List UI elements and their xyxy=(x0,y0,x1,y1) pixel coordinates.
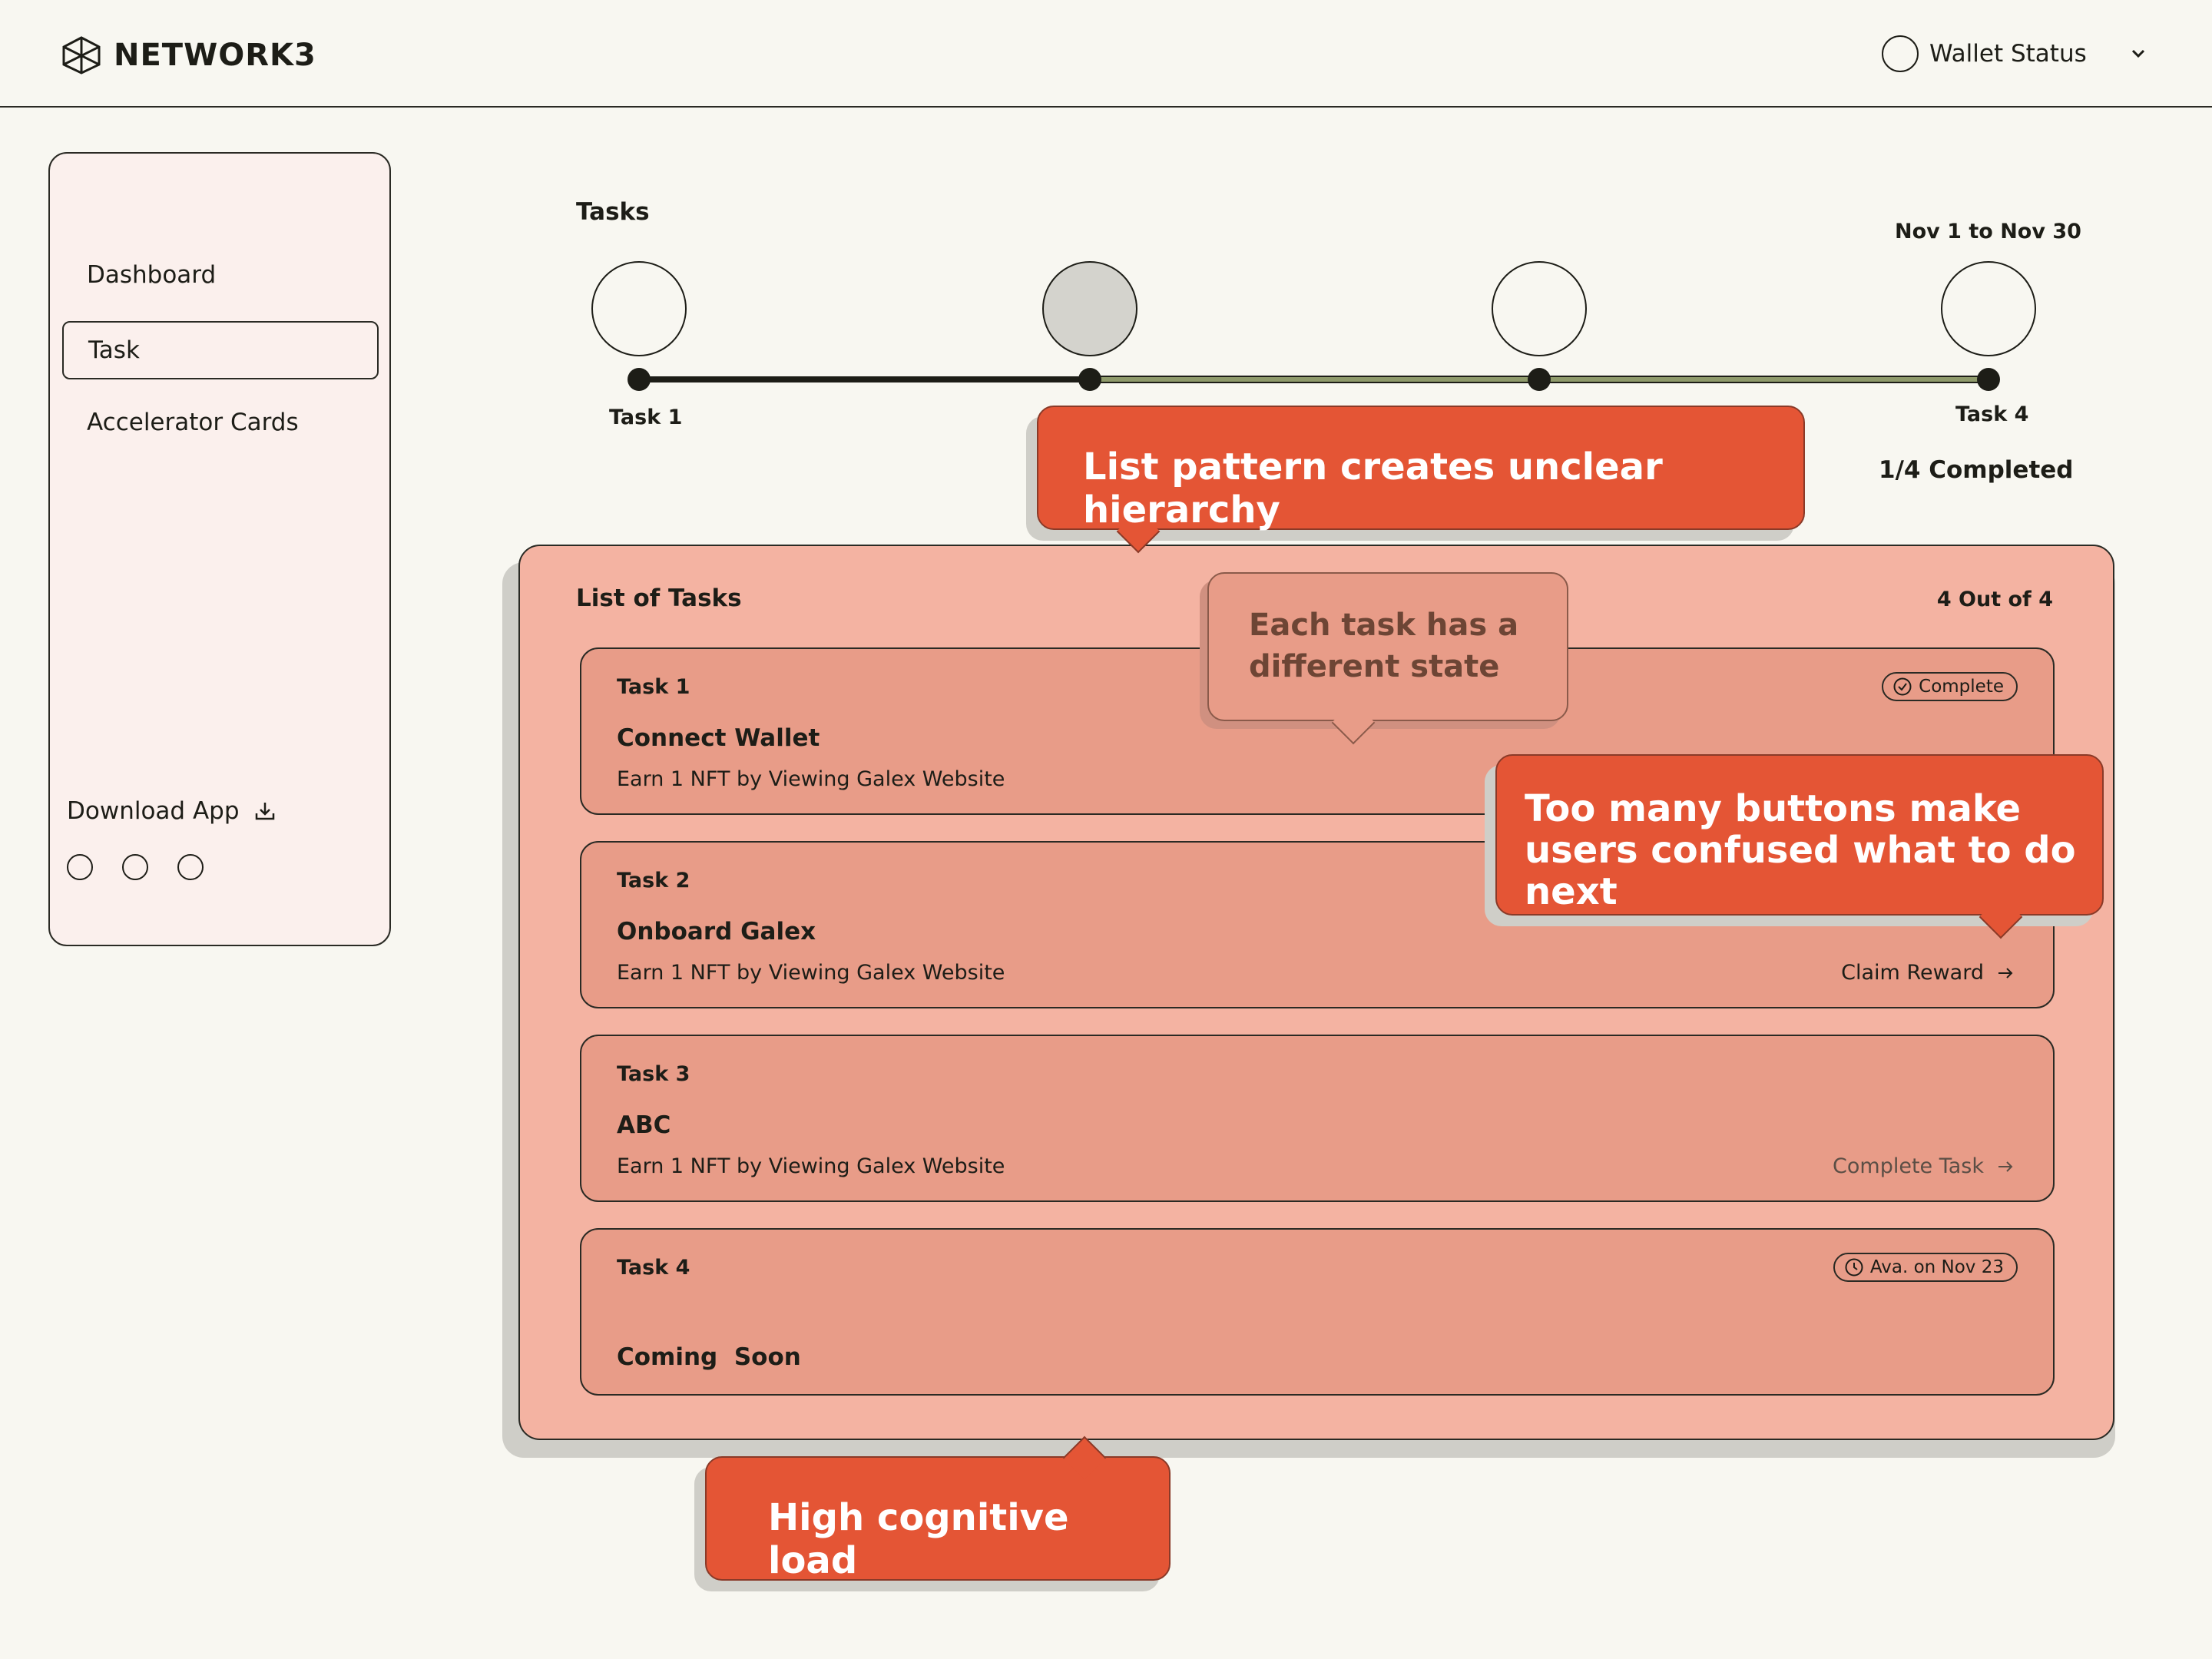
task-3-milestone[interactable] xyxy=(1492,261,1587,356)
clock-icon xyxy=(1845,1258,1863,1277)
callout-text: List pattern creates unclear hierarchy xyxy=(1083,445,1663,531)
task-title: Coming Soon xyxy=(617,1343,801,1371)
network-logo-icon xyxy=(62,36,101,75)
task-card[interactable]: Task 3 ABC Earn 1 NFT by Viewing Galex W… xyxy=(580,1035,2055,1202)
sidebar-item-task[interactable]: Task xyxy=(62,321,379,379)
complete-task-button[interactable]: Complete Task xyxy=(1833,1154,2015,1178)
task-card[interactable]: Task 4 Coming Soon Ava. on Nov 23 xyxy=(580,1228,2055,1396)
task-title: Onboard Galex xyxy=(617,918,816,945)
task-number: Task 4 xyxy=(617,1256,690,1280)
task-number: Task 3 xyxy=(617,1062,690,1086)
task-title: ABC xyxy=(617,1111,671,1139)
callout-cognitive-load: High cognitive load xyxy=(705,1435,1171,1582)
download-icon xyxy=(255,803,274,820)
arrow-right-icon xyxy=(1998,967,2013,979)
availability-badge-label: Ava. on Nov 23 xyxy=(1869,1257,2004,1277)
callout-task-state: Each task has a different state xyxy=(1207,572,1568,745)
check-circle-icon xyxy=(1893,677,1912,696)
claim-reward-button[interactable]: Claim Reward xyxy=(1841,961,2015,985)
progress-text: 1/4 Completed xyxy=(1879,456,2074,484)
download-app-link[interactable]: Download App xyxy=(67,797,276,825)
timeline-start-label: Task 1 xyxy=(609,406,683,429)
timeline-node xyxy=(1977,368,2000,391)
callout-unclear-hierarchy: List pattern creates unclear hierarchy xyxy=(1037,406,1805,554)
date-range: Nov 1 to Nov 30 xyxy=(1895,220,2081,243)
top-bar: NETWORK3 Wallet Status xyxy=(0,0,2212,108)
availability-badge: Ava. on Nov 23 xyxy=(1833,1253,2018,1282)
social-link-icon[interactable] xyxy=(177,854,204,880)
task-4-milestone[interactable] xyxy=(1941,261,2036,356)
timeline-node xyxy=(1528,368,1551,391)
timeline-track-completed xyxy=(639,376,1088,382)
chevron-down-icon xyxy=(2131,49,2144,58)
callout-text: Each task has a different state xyxy=(1249,608,1519,684)
arrow-right-icon xyxy=(1998,1161,2013,1172)
task-2-milestone[interactable] xyxy=(1042,261,1137,356)
sidebar-item-accelerator-cards[interactable]: Accelerator Cards xyxy=(87,409,299,436)
task-1-milestone[interactable] xyxy=(591,261,687,356)
task-description: Earn 1 NFT by Viewing Galex Website xyxy=(617,767,1005,791)
list-count: 4 Out of 4 xyxy=(1936,588,2053,611)
social-link-icon[interactable] xyxy=(122,854,148,880)
download-app-label: Download App xyxy=(67,797,240,825)
wallet-status-label: Wallet Status xyxy=(1929,40,2087,68)
task-number: Task 1 xyxy=(617,675,690,699)
social-link-icon[interactable] xyxy=(67,854,93,880)
task-description: Earn 1 NFT by Viewing Galex Website xyxy=(617,961,1005,985)
task-title: Connect Wallet xyxy=(617,724,820,752)
list-heading: List of Tasks xyxy=(576,584,742,612)
timeline-node xyxy=(1078,368,1101,391)
wallet-avatar-icon xyxy=(1882,35,1919,72)
status-badge-label: Complete xyxy=(1919,677,2004,697)
timeline-end-label: Task 4 xyxy=(1955,402,2029,426)
task-number: Task 2 xyxy=(617,869,690,892)
wallet-status-dropdown[interactable]: Wallet Status xyxy=(1882,35,2150,72)
sidebar-item-dashboard[interactable]: Dashboard xyxy=(87,261,217,289)
claim-reward-label: Claim Reward xyxy=(1841,961,1984,985)
sidebar: Dashboard Task Accelerator Cards Downloa… xyxy=(48,152,391,946)
callout-text: High cognitive load xyxy=(768,1496,1069,1582)
status-badge: Complete xyxy=(1882,672,2018,701)
tasks-heading: Tasks xyxy=(576,198,650,226)
callout-too-many-buttons: Too many buttons make users confused wha… xyxy=(1495,754,2104,939)
task-description: Earn 1 NFT by Viewing Galex Website xyxy=(617,1154,1005,1178)
callout-text: Too many buttons make users confused wha… xyxy=(1525,787,2076,913)
logo[interactable]: NETWORK3 xyxy=(60,35,316,75)
complete-task-label: Complete Task xyxy=(1833,1154,1984,1178)
sidebar-item-label: Task xyxy=(88,336,140,364)
brand-name: NETWORK3 xyxy=(114,38,316,73)
timeline-node xyxy=(628,368,651,391)
